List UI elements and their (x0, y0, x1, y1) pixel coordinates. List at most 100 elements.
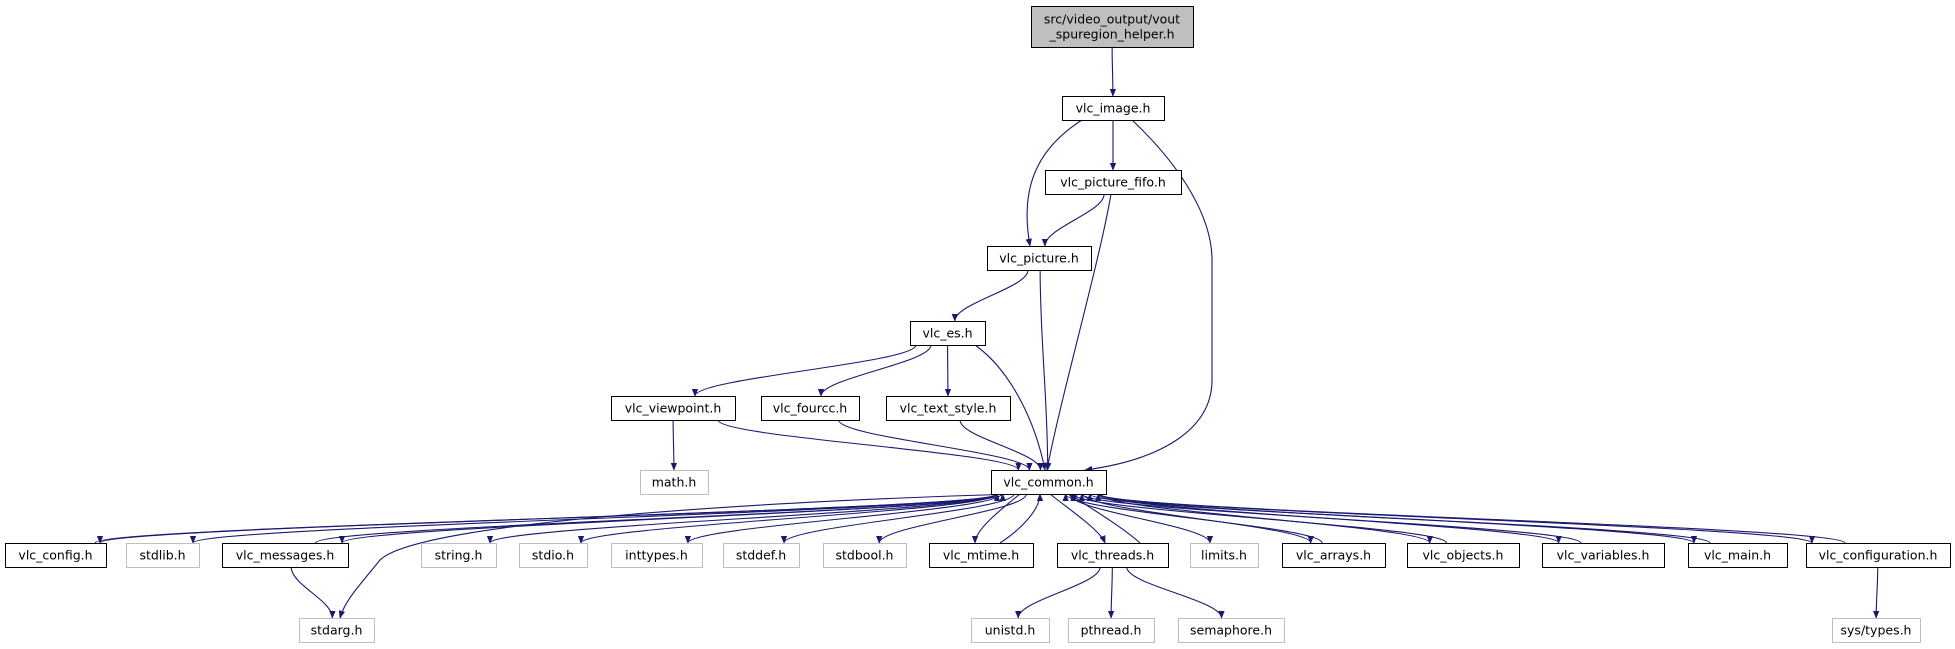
node-vlc-main[interactable]: vlc_main.h (1688, 543, 1788, 568)
edge-vlc-common-to-string (487, 493, 998, 544)
node-label: vlc_messages.h (236, 548, 335, 563)
node-label: stdlib.h (139, 548, 185, 563)
node-label: vlc_fourcc.h (773, 401, 847, 416)
node-vlc-fourcc[interactable]: vlc_fourcc.h (761, 396, 860, 421)
node-semaphore: semaphore.h (1178, 618, 1285, 643)
node-box (1190, 543, 1259, 568)
node-box (1031, 6, 1194, 48)
edge-vlc-picture-to-vlc-common (1039, 269, 1051, 471)
node-vlc-variables[interactable]: vlc_variables.h (1542, 543, 1665, 568)
node-vlc-config[interactable]: vlc_config.h (5, 543, 107, 568)
node-box (1806, 543, 1951, 568)
node-box (991, 470, 1107, 495)
node-label: stdio.h (532, 548, 574, 563)
node-sys-types: sys/types.h (1832, 618, 1921, 643)
node-label: vlc_picture_fifo.h (1060, 175, 1166, 190)
node-box (823, 543, 907, 568)
node-box (421, 543, 497, 568)
node-label: vlc_text_style.h (900, 401, 997, 416)
edge-vlc-variables-to-vlc-common (1078, 493, 1582, 544)
node-box (5, 543, 107, 568)
node-label: vlc_config.h (18, 548, 92, 563)
node-unistd: unistd.h (971, 618, 1050, 643)
node-vlc-viewpoint[interactable]: vlc_viewpoint.h (611, 396, 736, 421)
node-box (761, 396, 860, 421)
node-label: sys/types.h (1841, 623, 1912, 638)
node-vlc-arrays[interactable]: vlc_arrays.h (1282, 543, 1386, 568)
node-inttypes: inttypes.h (611, 543, 703, 568)
node-label: vlc_variables.h (1557, 548, 1650, 563)
node-root[interactable]: src/video_output/vout_spuregion_helper.h (1031, 6, 1194, 48)
edge-vlc-configuration-to-vlc-common (1095, 493, 1846, 544)
node-vlc-picture[interactable]: vlc_picture.h (987, 246, 1092, 271)
node-box (1688, 543, 1788, 568)
node-label: limits.h (1201, 548, 1247, 563)
edge-vlc-fourcc-to-vlc-common (838, 419, 1033, 471)
node-label: stdarg.h (311, 623, 363, 638)
node-box (1282, 543, 1386, 568)
node-box (1178, 618, 1285, 643)
node-label: string.h (435, 548, 483, 563)
node-box (1062, 96, 1165, 121)
edge-vlc-picture-to-vlc-es (951, 269, 1029, 322)
node-stdio: stdio.h (519, 543, 588, 568)
node-label: vlc_main.h (1704, 548, 1771, 563)
edge-vlc-common-to-vlc-threads (1049, 493, 1106, 544)
edge-vlc-picture-fifo-to-vlc-common (1045, 193, 1112, 471)
node-box (640, 470, 709, 495)
edge-vlc-main-to-vlc-common (1086, 493, 1711, 544)
node-vlc-messages[interactable]: vlc_messages.h (222, 543, 349, 568)
node-label: vlc_es.h (922, 326, 972, 341)
node-vlc-image[interactable]: vlc_image.h (1062, 96, 1165, 121)
edge-vlc-image-to-vlc-picture (1025, 119, 1083, 247)
node-box (1542, 543, 1665, 568)
node-vlc-text-style[interactable]: vlc_text_style.h (886, 396, 1011, 421)
edge-vlc-common-to-stdio (577, 493, 998, 544)
edge-vlc-messages-to-vlc-common (314, 493, 1006, 544)
node-vlc-mtime[interactable]: vlc_mtime.h (929, 543, 1034, 568)
edge-vlc-messages-to-stdarg (290, 566, 336, 619)
edge-vlc-viewpoint-to-vlc-common (717, 419, 1022, 471)
node-stdlib: stdlib.h (126, 543, 200, 568)
edge-vlc-viewpoint-to-math (670, 419, 678, 471)
edge-vlc-text-style-to-vlc-common (959, 419, 1044, 471)
edge-vlc-picture-fifo-to-vlc-picture (1041, 193, 1105, 247)
node-box (299, 618, 375, 643)
node-box (723, 543, 800, 568)
node-label: pthread.h (1081, 623, 1142, 638)
edge-root-to-vlc-image (1109, 46, 1117, 97)
node-vlc-common[interactable]: vlc_common.h (991, 470, 1107, 495)
edge-vlc-threads-to-pthread (1107, 566, 1115, 619)
node-label: vlc_threads.h (1071, 548, 1154, 563)
node-vlc-threads[interactable]: vlc_threads.h (1057, 543, 1169, 568)
node-label: semaphore.h (1190, 623, 1272, 638)
node-box (929, 543, 1034, 568)
node-box (971, 618, 1050, 643)
node-pthread: pthread.h (1068, 618, 1155, 643)
node-label: vlc_picture.h (999, 251, 1079, 266)
node-vlc-es[interactable]: vlc_es.h (910, 321, 986, 346)
node-vlc-objects[interactable]: vlc_objects.h (1407, 543, 1520, 568)
node-box (1832, 618, 1921, 643)
node-label: stddef.h (736, 548, 786, 563)
node-limits: limits.h (1190, 543, 1259, 568)
node-stdbool: stdbool.h (823, 543, 907, 568)
node-box (1045, 170, 1182, 195)
edge-vlc-config-to-vlc-common (94, 493, 1000, 544)
nodes-layer: src/video_output/vout_spuregion_helper.h… (5, 6, 1951, 643)
edge-vlc-image-to-vlc-common (1084, 119, 1213, 473)
node-box (222, 543, 349, 568)
node-box (886, 396, 1011, 421)
node-label: vlc_mtime.h (943, 548, 1019, 563)
edge-vlc-es-to-vlc-fourcc (817, 344, 932, 397)
node-vlc-configuration[interactable]: vlc_configuration.h (1806, 543, 1951, 568)
edge-vlc-mtime-to-vlc-common (999, 493, 1044, 544)
node-label: vlc_image.h (1076, 101, 1151, 116)
edge-vlc-common-to-stdarg (338, 493, 1016, 619)
edge-vlc-common-to-stdlib (190, 493, 998, 544)
edge-vlc-common-to-vlc-configuration (1099, 493, 1815, 544)
edge-vlc-threads-to-semaphore (1126, 566, 1225, 619)
node-vlc-picture-fifo[interactable]: vlc_picture_fifo.h (1045, 170, 1182, 195)
edge-vlc-common-to-inttypes (684, 493, 1003, 544)
